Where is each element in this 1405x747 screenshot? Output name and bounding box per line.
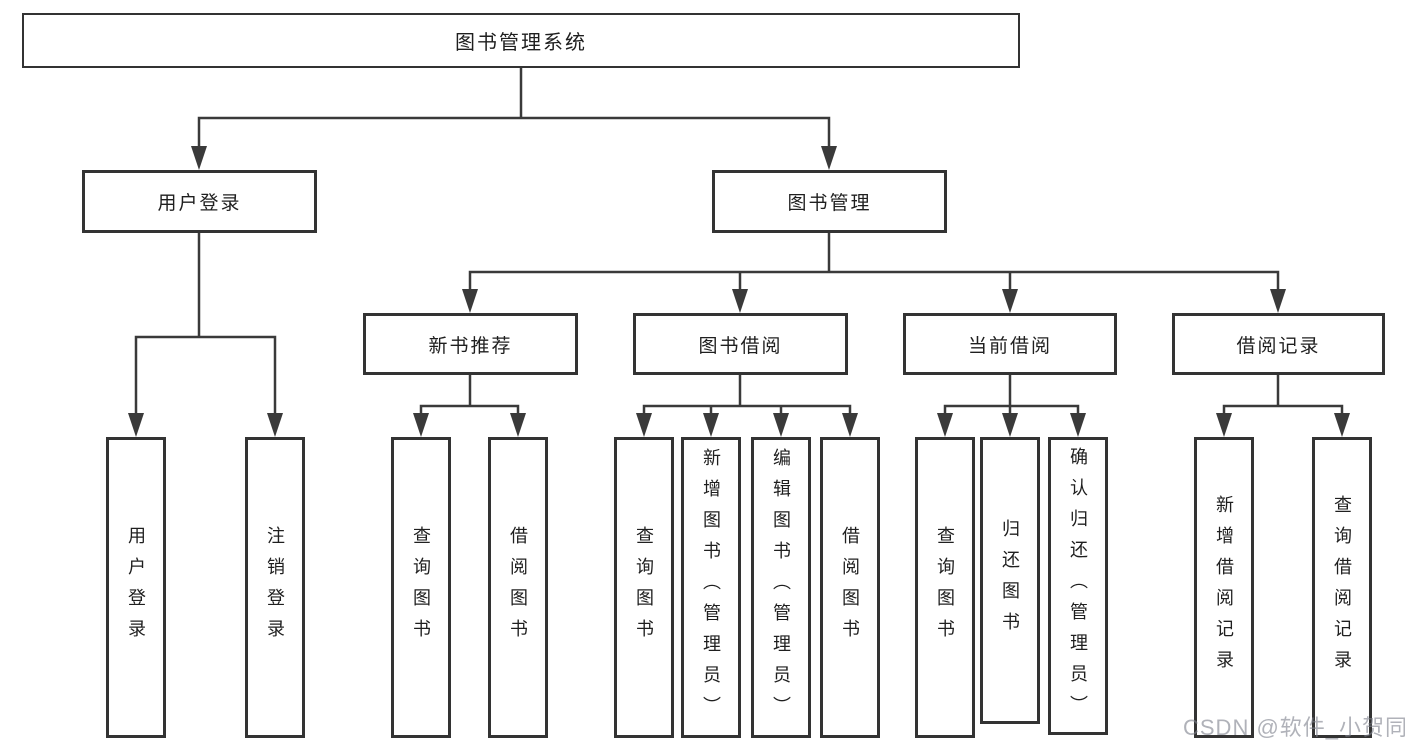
- leaf-add-borrow-record: 新增借阅记录: [1194, 437, 1254, 738]
- arrowhead-icon: [128, 413, 144, 437]
- arrowhead-icon: [462, 289, 478, 313]
- node-current-borrowing: 当前借阅: [903, 313, 1117, 375]
- arrowhead-icon: [267, 413, 283, 437]
- leaf-query-books-current: 查询图书: [915, 437, 975, 738]
- leaf-add-books-admin: 新增图书（管理员）: [681, 437, 741, 738]
- leaf-confirm-return-admin: 确认归还（管理员）: [1048, 437, 1108, 735]
- leaf-borrow-books: 借阅图书: [820, 437, 880, 738]
- node-library-management-system: 图书管理系统: [22, 13, 1020, 68]
- leaf-query-borrow-record: 查询借阅记录: [1312, 437, 1372, 738]
- leaf-user-login: 用户登录: [106, 437, 166, 738]
- arrowhead-icon: [636, 413, 652, 437]
- arrowhead-icon: [1334, 413, 1350, 437]
- node-book-borrowing: 图书借阅: [633, 313, 848, 375]
- arrowhead-icon: [732, 289, 748, 313]
- arrowhead-icon: [937, 413, 953, 437]
- node-new-book-recommendation: 新书推荐: [363, 313, 578, 375]
- arrowhead-icon: [773, 413, 789, 437]
- arrowhead-icon: [1002, 413, 1018, 437]
- arrowhead-icon: [1216, 413, 1232, 437]
- leaf-return-books: 归还图书: [980, 437, 1040, 724]
- arrowhead-icon: [413, 413, 429, 437]
- leaf-borrow-books-recommendation: 借阅图书: [488, 437, 548, 738]
- arrowhead-icon: [191, 146, 207, 170]
- node-user-login: 用户登录: [82, 170, 317, 233]
- node-borrowing-records: 借阅记录: [1172, 313, 1385, 375]
- leaf-edit-books-admin: 编辑图书（管理员）: [751, 437, 811, 738]
- arrowhead-icon: [1270, 289, 1286, 313]
- leaf-query-books-borrowing: 查询图书: [614, 437, 674, 738]
- arrowhead-icon: [842, 413, 858, 437]
- arrowhead-icon: [1070, 413, 1086, 437]
- arrowhead-icon: [821, 146, 837, 170]
- arrowhead-icon: [1002, 289, 1018, 313]
- arrowhead-icon: [510, 413, 526, 437]
- leaf-logout: 注销登录: [245, 437, 305, 738]
- leaf-query-books-recommendation: 查询图书: [391, 437, 451, 738]
- arrowhead-icon: [703, 413, 719, 437]
- node-book-management: 图书管理: [712, 170, 947, 233]
